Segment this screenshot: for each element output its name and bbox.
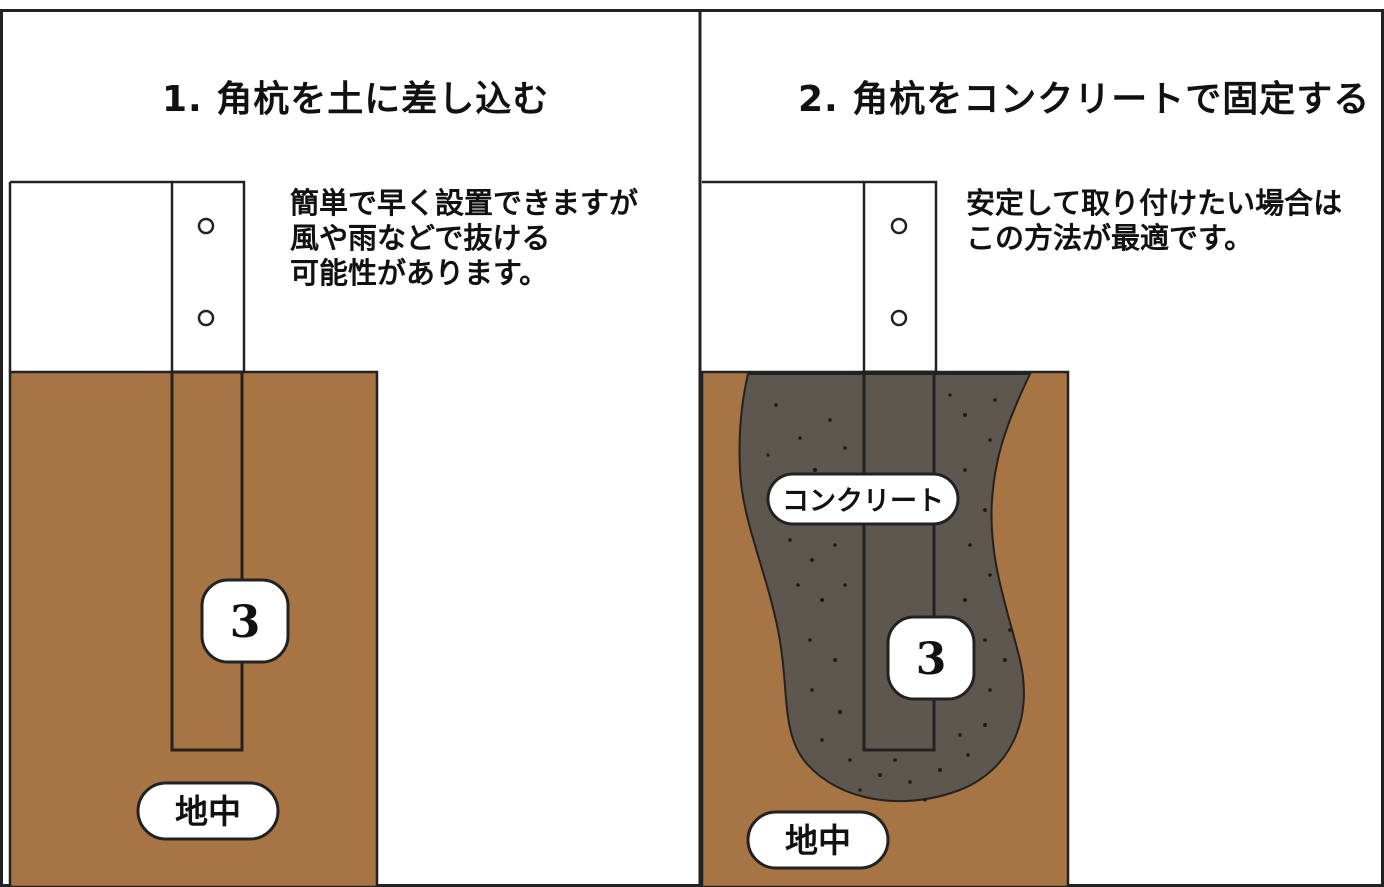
panel-1: 3 地中 xyxy=(8,180,379,887)
panel-1-post-buried xyxy=(170,370,244,752)
panel-2-ground-label: 地中 xyxy=(785,821,851,860)
panel-1-ground-label: 地中 xyxy=(175,792,241,831)
panel-2-description-line: この方法が最適です。 xyxy=(966,221,1254,255)
panel-1-post-label: 3 xyxy=(230,597,261,648)
panel-2-bolt-hole-icon xyxy=(890,309,908,327)
panel-2-description: 安定して取り付けたい場合は この方法が最適です。 xyxy=(966,186,1342,256)
panel-2-title: 2. 角杭をコンクリートで固定する xyxy=(798,79,1371,120)
panel-2-bolt-hole-icon xyxy=(890,217,908,235)
panel-2-post-label: 3 xyxy=(916,634,947,685)
panel-2: コンクリート 3 地中 xyxy=(700,180,1070,887)
panel-2-description-line: 安定して取り付けたい場合は xyxy=(966,186,1343,220)
panel-2-concrete-specks xyxy=(766,393,1012,802)
panel-2-post-badge xyxy=(886,615,976,701)
panel-1-title: 1. 角杭を土に差し込む xyxy=(162,79,550,120)
panel-1-description-line: 可能性があります。 xyxy=(290,256,549,290)
panel-1-post-badge xyxy=(200,578,290,664)
panel-2-concrete-pill xyxy=(766,472,960,526)
outer-border xyxy=(0,9,1384,887)
panel-1-post-top xyxy=(170,180,246,374)
panel-2-concrete-label: コンクリート xyxy=(782,486,944,517)
panel-2-post-buried xyxy=(862,370,936,752)
panel-1-ground-pill xyxy=(136,781,280,841)
panel-1-description-line: 風や雨などで抜ける xyxy=(290,221,551,255)
panel-1-description-line: 簡単で早く設置できますが xyxy=(290,186,639,220)
panel-1-description: 簡単で早く設置できますが 風や雨などで抜ける 可能性があります。 xyxy=(290,186,638,291)
panel-2-post-top xyxy=(862,180,938,374)
panel-1-bolt-hole-icon xyxy=(197,217,215,235)
panel-2-ground-pill xyxy=(746,810,890,870)
panel-1-bolt-hole-icon xyxy=(197,309,215,327)
